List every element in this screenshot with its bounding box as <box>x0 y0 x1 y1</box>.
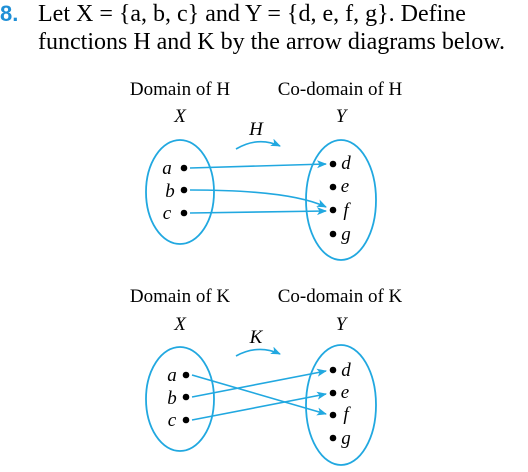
element-g-k: g <box>341 428 351 449</box>
dot-g-k <box>329 434 337 442</box>
element-d-k: d <box>341 360 351 381</box>
element-g-h: g <box>341 224 351 245</box>
dot-b-h <box>180 186 188 194</box>
arrow-b-to-d-k <box>191 368 327 398</box>
function-arrow-k <box>235 346 281 357</box>
problem-text-line-1: Let X = {a, b, c} and Y = {d, e, f, g}. … <box>38 1 466 27</box>
element-a-h: a <box>162 158 172 179</box>
element-c-h: c <box>163 203 172 224</box>
codomain-set-name-k: Y <box>336 314 349 335</box>
problem-number: 8. <box>0 1 19 26</box>
codomain-label-h: Co-domain of H <box>278 79 403 100</box>
element-f-k: f <box>343 404 351 425</box>
dot-e-k <box>329 389 337 397</box>
domain-ellipse-k <box>145 346 215 452</box>
arrow-c-to-f-h <box>189 207 327 216</box>
dot-f-h <box>329 206 337 214</box>
element-e-k: e <box>341 382 349 403</box>
arrow-c-to-e-k <box>191 391 327 421</box>
dot-d-h <box>329 160 337 168</box>
diagram-k: Domain of K Co-domain of K X Y K a b c d… <box>130 286 403 466</box>
diagram-h: Domain of H Co-domain of H X Y H a b c d… <box>130 79 403 261</box>
element-e-h: e <box>341 176 349 197</box>
dot-f-k <box>329 411 337 419</box>
dot-c-h <box>180 209 188 217</box>
element-a-k: a <box>167 365 177 386</box>
dot-a-h <box>180 164 188 172</box>
function-name-k: K <box>249 327 264 348</box>
domain-label-k: Domain of K <box>130 286 231 307</box>
arrow-a-to-f-k <box>191 374 327 416</box>
codomain-set-name-h: Y <box>336 106 349 127</box>
problem-text-line-2: functions H and K by the arrow diagrams … <box>38 29 505 55</box>
dot-a-k <box>182 371 190 379</box>
codomain-ellipse-k <box>305 344 377 466</box>
arrow-a-to-d-h <box>189 160 327 169</box>
element-b-h: b <box>165 181 175 202</box>
element-b-k: b <box>167 388 177 409</box>
function-arrow-h <box>235 138 281 150</box>
dot-g-h <box>329 230 337 238</box>
dot-d-k <box>329 366 337 374</box>
codomain-label-k: Co-domain of K <box>278 286 403 307</box>
domain-set-name-k: X <box>173 314 187 335</box>
domain-label-h: Domain of H <box>130 79 231 100</box>
problem-statement: 8. Let X = {a, b, c} and Y = {d, e, f, g… <box>0 0 528 56</box>
element-c-k: c <box>168 410 177 431</box>
element-f-h: f <box>343 200 351 221</box>
dot-c-k <box>182 416 190 424</box>
element-d-h: d <box>341 153 351 174</box>
dot-e-h <box>329 183 337 191</box>
dot-b-k <box>182 393 190 401</box>
arrow-b-to-f-h <box>189 189 327 208</box>
domain-ellipse-h <box>145 139 215 245</box>
function-name-h: H <box>248 119 264 140</box>
domain-set-name-h: X <box>173 106 187 127</box>
